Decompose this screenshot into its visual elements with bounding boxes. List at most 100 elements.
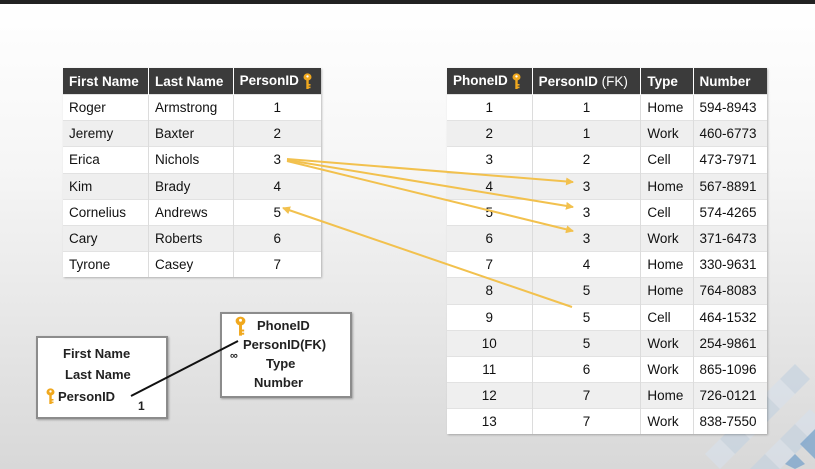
- one-cardinality: 1: [138, 399, 145, 413]
- phone-entity-field: Number: [254, 375, 304, 390]
- table-cell: 2: [233, 120, 321, 147]
- table-cell: 6: [233, 224, 321, 252]
- phone-entity-box: PhoneID PersonID(FK) ∞ Type Number: [220, 312, 352, 398]
- table-cell: 7: [233, 251, 321, 278]
- table-cell: Cornelius: [63, 198, 150, 226]
- table-cell: 473-7971: [693, 146, 767, 174]
- table-cell: Armstrong: [148, 93, 234, 121]
- table-cell: 574-4265: [693, 198, 767, 226]
- table-cell: 330-9631: [693, 251, 767, 278]
- table-cell: Roger: [63, 93, 150, 121]
- table-cell: 7: [532, 382, 642, 409]
- table-cell: 5: [532, 329, 642, 357]
- header-person-id-fk: PersonID (FK): [532, 68, 642, 95]
- table-cell: 2: [447, 120, 533, 147]
- table-cell: 8: [447, 277, 533, 304]
- table-cell: Work: [640, 355, 694, 383]
- table-cell: 13: [447, 408, 533, 435]
- table-cell: Home: [640, 251, 694, 278]
- header-last-name: Last Name: [148, 68, 234, 95]
- table-cell: Andrews: [148, 198, 234, 226]
- key-icon: [46, 388, 55, 404]
- table-cell: 11: [447, 355, 533, 383]
- table-cell: 865-1096: [693, 355, 767, 383]
- people-header-row: First Name Last Name PersonID: [63, 68, 321, 95]
- table-cell: Cell: [640, 303, 694, 331]
- table-cell: 1: [532, 93, 642, 121]
- table-cell: Work: [640, 120, 694, 147]
- header-first-name: First Name: [63, 68, 150, 95]
- table-cell: Nichols: [148, 146, 234, 174]
- header-person-id-label: PersonID: [239, 72, 299, 88]
- table-cell: 1: [233, 93, 321, 121]
- table-cell: 254-9861: [693, 329, 767, 357]
- table-cell: 4: [447, 172, 533, 200]
- person-entity-field: First Name: [63, 346, 131, 361]
- table-cell: 3: [233, 146, 321, 174]
- table-cell: 12: [447, 382, 533, 409]
- header-phone-id-label: PhoneID: [453, 72, 508, 88]
- table-cell: 726-0121: [693, 382, 767, 409]
- header-phone-id: PhoneID: [447, 68, 533, 95]
- table-cell: 2: [532, 146, 642, 174]
- table-cell: 7: [532, 408, 642, 435]
- table-cell: Baxter: [148, 120, 234, 147]
- phone-entity-field: PhoneID: [257, 318, 310, 333]
- table-cell: Work: [640, 329, 694, 357]
- table-cell: 5: [233, 198, 321, 226]
- table-cell: Tyrone: [63, 251, 150, 278]
- table-cell: 5: [447, 198, 533, 226]
- table-cell: 6: [447, 224, 533, 252]
- table-cell: Cary: [63, 224, 150, 252]
- table-cell: Work: [640, 224, 694, 252]
- table-cell: Cell: [640, 198, 694, 226]
- table-cell: 838-7550: [693, 408, 767, 435]
- table-cell: 7: [447, 251, 533, 278]
- person-entity-field: PersonID: [58, 389, 116, 404]
- phones-header-row: PhoneID PersonID (FK) Type Number: [447, 68, 767, 95]
- header-fk-suffix: (FK): [601, 73, 628, 89]
- table-cell: Roberts: [148, 224, 234, 252]
- header-number: Number: [693, 68, 767, 95]
- table-cell: Cell: [640, 146, 694, 174]
- table-cell: Home: [640, 172, 694, 200]
- table-cell: Kim: [63, 172, 150, 200]
- person-entity-box: First Name Last Name PersonID 1: [36, 336, 168, 419]
- table-cell: 5: [532, 303, 642, 331]
- phone-entity-field: Type: [266, 356, 296, 371]
- header-person-id-fk-label: PersonID: [538, 73, 598, 89]
- table-cell: 10: [447, 329, 533, 357]
- key-icon: [512, 72, 521, 89]
- table-cell: Home: [640, 93, 694, 121]
- table-cell: Home: [640, 277, 694, 304]
- table-cell: 764-8083: [693, 277, 767, 304]
- table-cell: 1: [447, 93, 533, 121]
- header-person-id: PersonID: [233, 68, 321, 95]
- key-icon: [235, 316, 246, 336]
- many-cardinality: ∞: [230, 350, 238, 362]
- table-cell: 567-8891: [693, 172, 767, 200]
- table-cell: Home: [640, 382, 694, 409]
- table-cell: 3: [447, 146, 533, 174]
- table-cell: Work: [640, 408, 694, 435]
- table-cell: 5: [532, 277, 642, 304]
